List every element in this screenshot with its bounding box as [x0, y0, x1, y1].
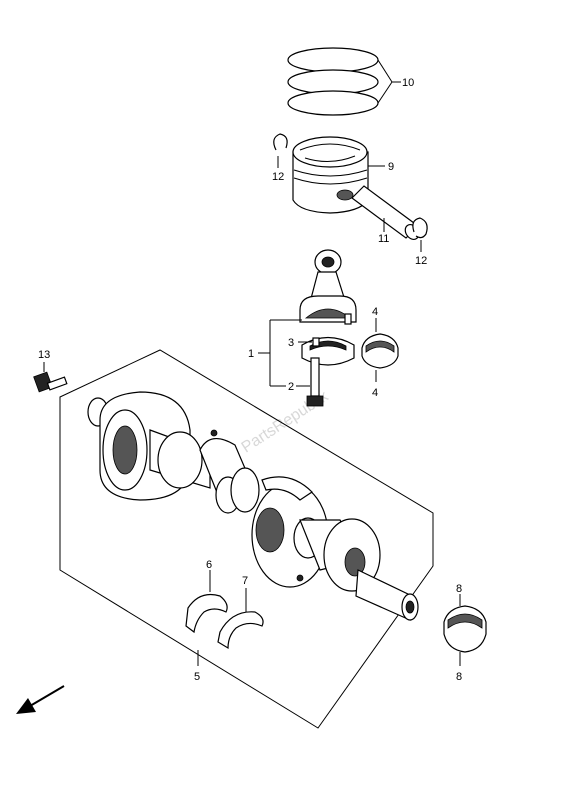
piston[interactable] [292, 136, 369, 214]
callout-4-top: 4 [372, 306, 378, 318]
callout-12-left: 12 [272, 171, 284, 183]
callout-13: 13 [38, 349, 50, 361]
callout-5: 5 [194, 671, 200, 683]
callout-9: 9 [388, 161, 394, 173]
rod-bearing[interactable] [361, 333, 399, 369]
crankshaft-group-box [59, 349, 434, 729]
piston-rings[interactable] [287, 47, 379, 116]
callout-8-bottom: 8 [456, 671, 462, 683]
callout-4-bottom: 4 [372, 387, 378, 399]
crankshaft[interactable] [87, 391, 419, 621]
crankcase-bolt[interactable] [33, 371, 68, 393]
rod-nut [312, 337, 320, 347]
thrust-washer-6[interactable] [185, 593, 228, 634]
callout-11: 11 [378, 233, 389, 245]
front-arrow-icon [16, 685, 65, 714]
callout-6: 6 [206, 559, 212, 571]
callout-1: 1 [248, 348, 254, 360]
callout-10: 10 [402, 77, 414, 89]
callout-12-right: 12 [415, 255, 427, 267]
circlip-right[interactable] [412, 217, 428, 239]
callout-8-top: 8 [456, 583, 462, 595]
thrust-washer-7[interactable] [217, 611, 264, 650]
main-bearing[interactable] [443, 605, 487, 653]
circlip-left[interactable] [273, 133, 288, 151]
callout-2: 2 [288, 381, 294, 393]
connecting-rod[interactable] [299, 249, 357, 323]
callout-3: 3 [288, 337, 294, 349]
rod-bolt[interactable] [306, 357, 324, 407]
callout-7: 7 [242, 575, 248, 587]
rod-nut-small [344, 313, 352, 325]
